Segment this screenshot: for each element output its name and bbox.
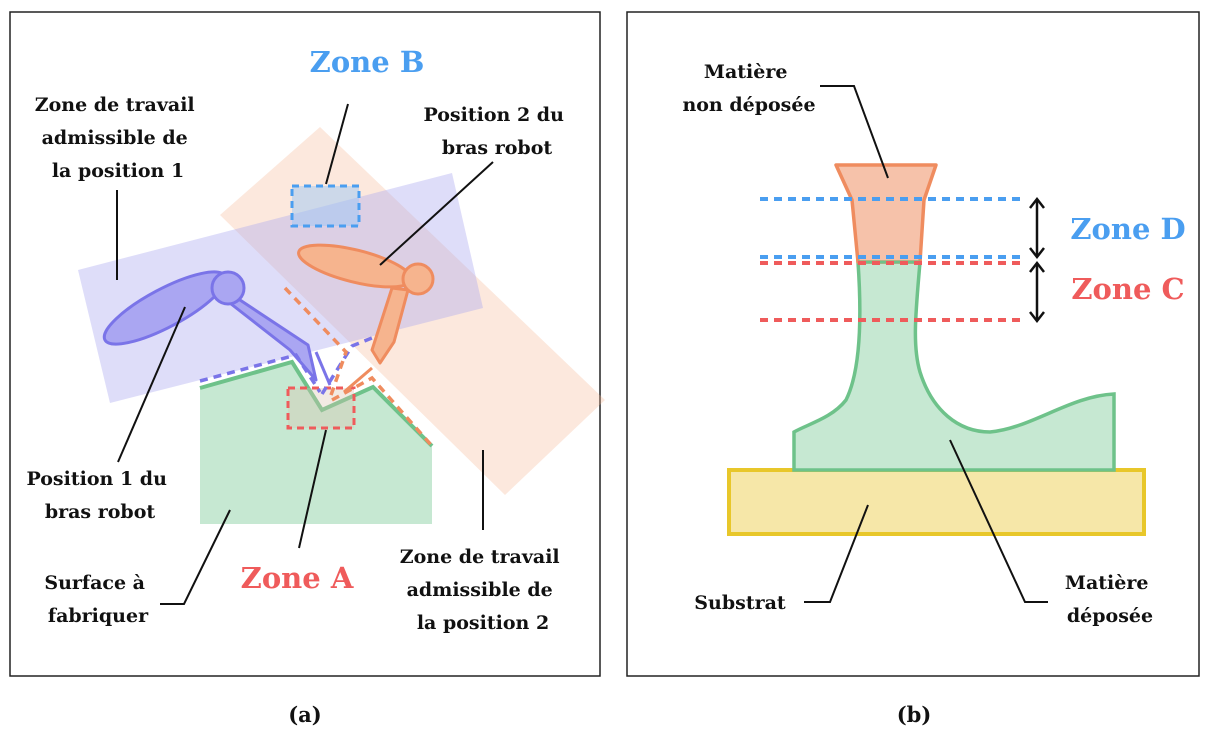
zone-c-label: Zone C <box>1071 272 1184 306</box>
non-deposited-material <box>834 163 938 264</box>
leader-zone-b <box>325 103 349 185</box>
workzone-1-label: Zone de travail admissible de la positio… <box>35 94 202 182</box>
leader-robot-2 <box>379 161 494 266</box>
robot-1 <box>102 270 383 395</box>
leader-deposited <box>949 439 1048 603</box>
leader-substrate <box>804 504 869 603</box>
workzone-1-area <box>78 173 483 403</box>
zone-b-box <box>290 184 361 228</box>
zone-a-box <box>286 386 356 430</box>
robot-2 <box>283 243 435 448</box>
deposited-label: Matière déposée <box>1065 572 1155 627</box>
workzone-2-label: Zone de travail admissible de la positio… <box>400 546 567 634</box>
surface-label: Surface à fabriquer <box>44 572 151 627</box>
leader-surface <box>160 509 231 605</box>
leader-robot-1 <box>117 306 186 463</box>
robot-1-label: Position 1 du bras robot <box>26 468 173 523</box>
substrate-block <box>727 468 1146 536</box>
not-deposited-label: Matière non déposée <box>682 61 815 116</box>
zone-a-label: Zone A <box>241 561 354 595</box>
robot-2-label: Position 2 du bras robot <box>423 104 570 159</box>
substrate-label: Substrat <box>694 592 786 614</box>
panel-a-frame <box>9 11 601 677</box>
zone-c-arrow <box>1029 260 1045 324</box>
caption-b: (b) <box>897 702 932 727</box>
zone-d-arrow <box>1029 196 1045 260</box>
deposited-material <box>792 260 1116 472</box>
surface-top-line <box>199 359 434 448</box>
leader-zone-a <box>298 429 327 549</box>
panel-b-frame <box>626 11 1200 677</box>
leader-not-deposited <box>820 85 889 179</box>
caption-a: (a) <box>288 702 321 727</box>
zone-d-label: Zone D <box>1070 212 1185 246</box>
zone-b-label: Zone B <box>310 45 425 79</box>
surface-area <box>200 362 432 524</box>
